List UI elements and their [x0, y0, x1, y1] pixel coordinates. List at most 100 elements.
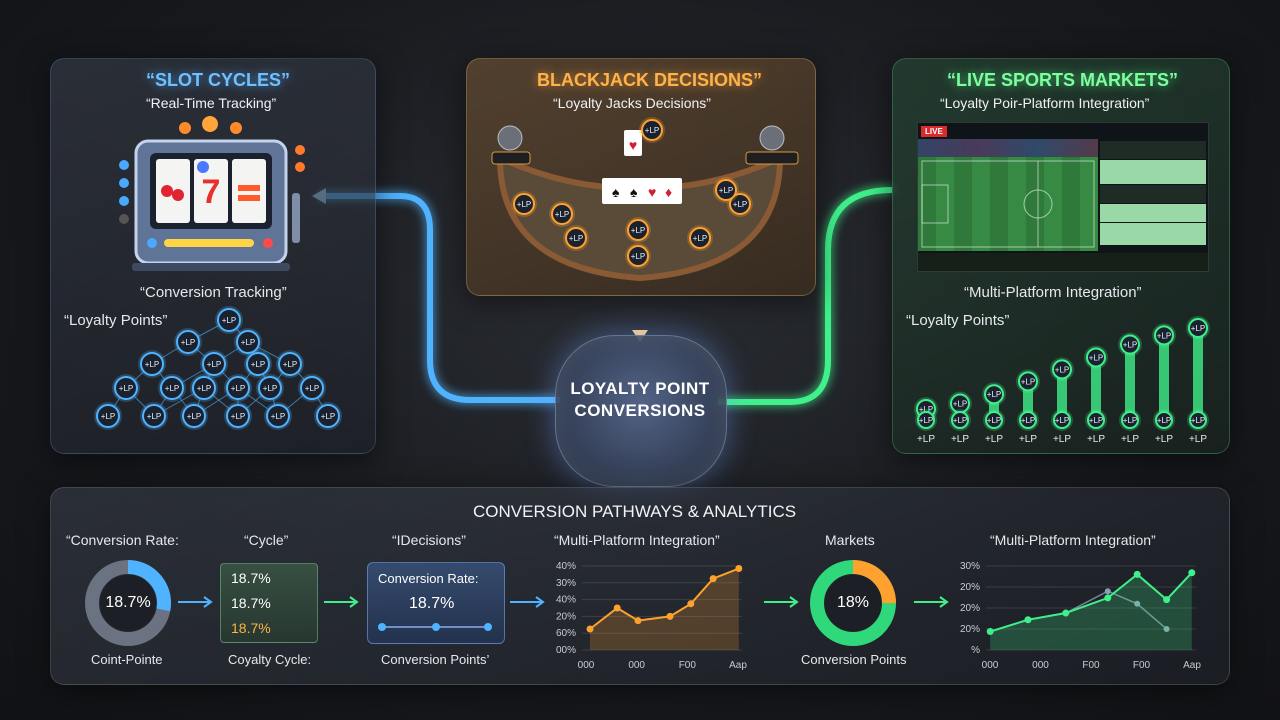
svg-text:7: 7: [202, 173, 221, 211]
lp-node-label: +LP: [145, 360, 159, 369]
lp-node-label: +LP: [187, 412, 201, 421]
lp-node: [316, 404, 340, 428]
lp-node: [226, 376, 250, 400]
x-tick-label: 000: [628, 660, 645, 671]
y-tick-label: 40%: [556, 595, 576, 606]
bar-top-node-label: +LP: [1191, 324, 1205, 333]
lp-node-label: +LP: [119, 384, 133, 393]
flow-arrow: [324, 596, 359, 608]
svg-text:♠: ♠: [612, 184, 620, 200]
bar-top-node: [1188, 318, 1208, 338]
lp-node: [300, 376, 324, 400]
hub-label: LOYALTY POINT CONVERSIONS: [555, 378, 725, 422]
bar-label: +LP: [1019, 434, 1037, 445]
conversion-hub: [555, 335, 727, 487]
bar-top-node: [1120, 334, 1140, 355]
x-tick-label: F00: [679, 660, 697, 671]
bar-top-node-label: +LP: [1123, 341, 1137, 350]
lp-chip-label: +LP: [517, 200, 531, 209]
conversion-rate-donut: [85, 560, 171, 646]
lp-node: [217, 308, 241, 332]
bar-base-node-label: +LP: [919, 416, 933, 425]
y-tick-label: 20%: [960, 603, 980, 614]
field-lines: [921, 160, 1095, 248]
slot-subtitle: “Real-Time Tracking”: [146, 95, 277, 111]
bar-top-node-label: +LP: [919, 405, 933, 414]
bar-base-node: [1053, 411, 1071, 429]
bar-base-node: [985, 411, 1003, 429]
lp-chip-label: +LP: [693, 234, 707, 243]
sports-subtitle: “Loyalty Poir-Platform Integration”: [940, 95, 1150, 111]
x-tick-label: 000: [1032, 660, 1049, 671]
y-tick-label: 20%: [960, 582, 980, 593]
odds-row: [1100, 223, 1206, 246]
bar-base-node-label: +LP: [1055, 416, 1069, 425]
data-point-secondary: [1163, 626, 1170, 632]
lp-node-label: +LP: [271, 412, 285, 421]
loyalty-bar: [1125, 344, 1135, 420]
bar-top-node: [1154, 325, 1174, 346]
data-point: [1024, 616, 1032, 624]
svg-text:♥: ♥: [629, 137, 637, 153]
lp-node: [192, 376, 216, 400]
odds-row: [1100, 204, 1206, 223]
data-point-secondary: [1104, 588, 1111, 595]
bar-label: +LP: [985, 434, 1003, 445]
donut-center: [825, 575, 881, 631]
lp-node-label: +LP: [222, 316, 236, 325]
donut-fill: [810, 560, 896, 646]
cycle-label: “Cycle”: [244, 532, 289, 548]
bar-base-node-label: +LP: [953, 416, 967, 425]
bar-top-node-label: +LP: [1021, 377, 1035, 386]
loyalty-bar: [1091, 357, 1101, 420]
donut-center: [100, 575, 156, 631]
x-tick-label: 000: [578, 660, 595, 671]
donut-fill: [85, 560, 171, 646]
flow-arrow: [764, 596, 799, 608]
bar-base-node-label: +LP: [1021, 416, 1035, 425]
lp-node-label: +LP: [197, 384, 211, 393]
lp-node: [258, 376, 282, 400]
x-tick-label: 000: [982, 660, 999, 671]
bar-label: +LP: [1121, 434, 1139, 445]
svg-text:♦: ♦: [665, 184, 672, 200]
data-point: [613, 604, 621, 612]
lp-chip: [627, 245, 649, 267]
data-point: [666, 612, 674, 620]
donut2-caption: Conversion Points: [801, 652, 907, 667]
slot-conversion-label: “Conversion Tracking”: [140, 284, 287, 301]
bar-top-node-label: +LP: [987, 390, 1001, 399]
loyalty-bar: [1193, 328, 1203, 420]
lp-chip-label: +LP: [631, 226, 645, 235]
x-tick-label: F00: [1082, 660, 1100, 671]
data-point: [586, 625, 594, 633]
data-point: [1062, 609, 1070, 617]
lp-node-label: +LP: [101, 412, 115, 421]
decisions-box-title: Conversion Rate:: [378, 571, 479, 586]
markets-donut: [810, 560, 896, 646]
y-tick-label: 30%: [556, 578, 576, 589]
hub-line-1: LOYALTY POINT: [570, 379, 710, 398]
donut1-value: 18.7%: [105, 594, 151, 611]
lp-chip: [715, 179, 737, 201]
odds-row: [1100, 160, 1206, 185]
decisions-label: “IDecisions”: [392, 532, 466, 548]
lp-node-label: +LP: [283, 360, 297, 369]
series-area: [990, 572, 1192, 650]
cycle-row-3: 18.7%: [231, 620, 271, 636]
lp-node: [176, 330, 200, 354]
donut2-value: 18%: [836, 594, 870, 611]
lp-chip-label: +LP: [555, 210, 569, 219]
data-point: [634, 617, 642, 625]
lp-node-label: +LP: [263, 384, 277, 393]
lp-node: [278, 352, 302, 376]
lp-node-label: +LP: [305, 384, 319, 393]
x-tick-label: Aap: [1183, 660, 1201, 671]
lp-node: [246, 352, 270, 376]
bar-base-node: [1155, 411, 1173, 429]
bar-base-node-label: +LP: [987, 416, 1001, 425]
bar-top-node: [1086, 347, 1106, 368]
bar-base-node-label: +LP: [1089, 416, 1103, 425]
bar-top-node-label: +LP: [1089, 353, 1103, 362]
